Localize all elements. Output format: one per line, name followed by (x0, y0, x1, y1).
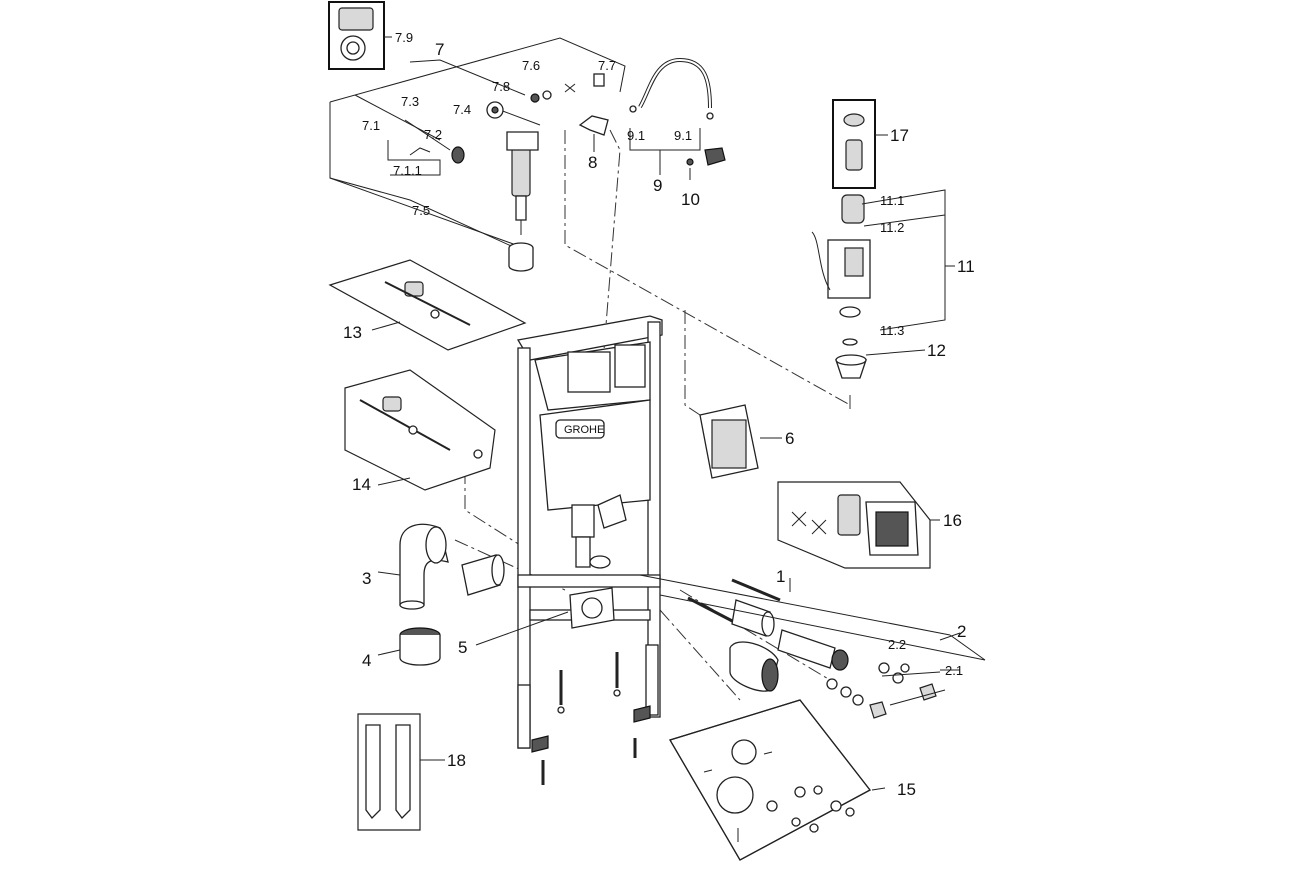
callout-labels: 7.9 7 7.6 7.7 7.8 7.3 7.4 7.1 7.2 7.1.1 … (343, 30, 975, 799)
label-11-2: 11.2 (880, 220, 904, 235)
label-2-1: 2.1 (945, 663, 963, 678)
label-leaders (377, 437, 961, 671)
label-13: 13 (343, 323, 362, 342)
label-7-5: 7.5 (412, 203, 430, 218)
label-10: 10 (681, 190, 700, 209)
fill-valve-assembly (329, 37, 626, 272)
installation-frame: GROHE (516, 315, 663, 785)
label-7-3: 7.3 (401, 94, 419, 109)
part-3-elbow (399, 523, 505, 610)
label-7-4: 7.4 (453, 102, 471, 117)
label-16: 16 (943, 511, 962, 530)
part-14-kit (344, 369, 496, 491)
label-8: 8 (588, 153, 597, 172)
label-7-6: 7.6 (522, 58, 540, 73)
part-6-box (699, 404, 759, 479)
brand-label: GROHE (564, 424, 604, 436)
label-12: 12 (927, 341, 946, 360)
part-9-hose (629, 57, 726, 180)
label-7-9: 7.9 (395, 30, 413, 45)
label-7: 7 (435, 40, 444, 59)
label-6: 6 (785, 429, 794, 448)
guide-lines (454, 129, 851, 701)
part-16-box (777, 481, 940, 569)
label-11: 11 (957, 257, 975, 276)
part-15-insulation (669, 699, 886, 861)
label-7-2: 7.2 (424, 127, 442, 142)
label-2-2: 2.2 (888, 637, 906, 652)
part-17-box (832, 99, 888, 189)
label-2: 2 (957, 622, 966, 641)
label-17: 17 (890, 126, 909, 145)
part-4-sleeve (399, 627, 441, 666)
part-8-bracket (578, 115, 609, 152)
label-7-1: 7.1 (362, 118, 380, 133)
label-9-1-a: 9.1 (627, 128, 645, 143)
label-3: 3 (362, 569, 371, 588)
label-9-1-b: 9.1 (674, 128, 692, 143)
label-4: 4 (362, 651, 371, 670)
label-11-3: 11.3 (880, 323, 904, 338)
label-9: 9 (653, 176, 662, 195)
label-1: 1 (776, 567, 785, 586)
label-5: 5 (458, 638, 467, 657)
label-7-1-1: 7.1.1 (393, 163, 422, 178)
part-18-brackets (357, 713, 445, 831)
label-15: 15 (897, 780, 916, 799)
label-14: 14 (352, 475, 371, 494)
part-7-9-box (328, 1, 392, 70)
label-18: 18 (447, 751, 466, 770)
label-11-1: 11.1 (880, 193, 904, 208)
part-13-kit (328, 259, 527, 351)
label-7-7: 7.7 (598, 58, 616, 73)
part-1-2-connectors (639, 574, 986, 719)
label-7-8: 7.8 (492, 79, 510, 94)
flush-valve-assembly (811, 189, 955, 379)
